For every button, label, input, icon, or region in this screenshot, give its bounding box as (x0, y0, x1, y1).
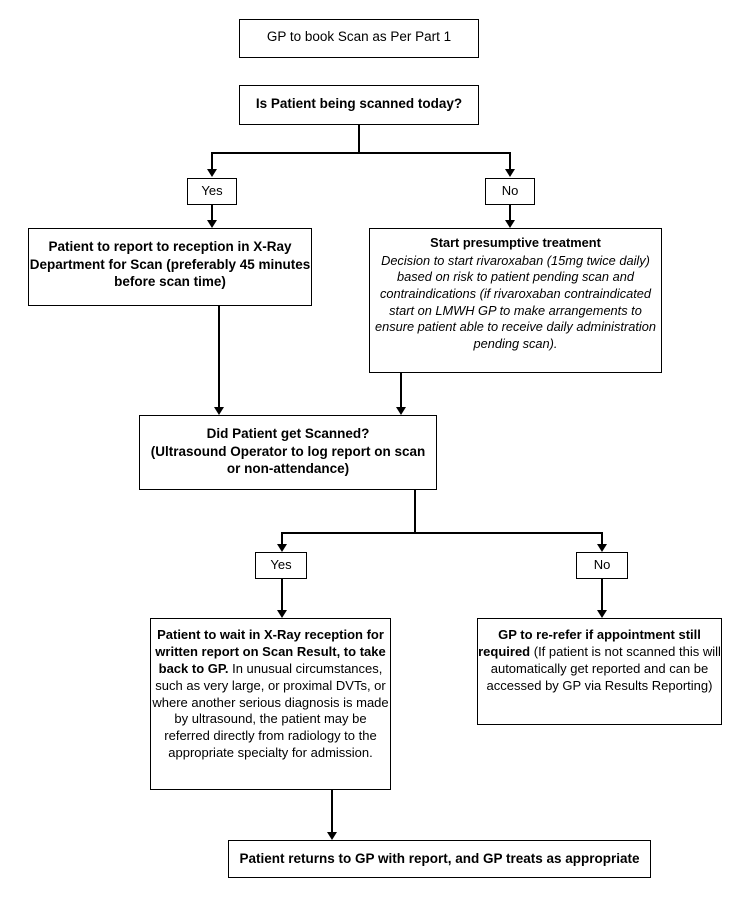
connector-to-yes2 (281, 532, 283, 546)
connector-report-to-scanned (218, 306, 220, 408)
arrowhead-to-no1 (505, 169, 515, 177)
node-start-presumptive-treatment[interactable]: Start presumptive treatment Decision to … (369, 228, 662, 373)
node-gp-rerefer-heading: GP to re-refer if appointment still requ… (478, 627, 701, 659)
arrowhead-yes1-to-report (207, 220, 217, 228)
node-branch1-yes[interactable]: Yes (187, 178, 237, 205)
arrowhead-yes2-to-wait (277, 610, 287, 618)
node-start-presumptive-treatment-body: Decision to start rivaroxaban (15mg twic… (375, 252, 656, 351)
arrowhead-no1-to-treatment (505, 220, 515, 228)
node-patient-wait-xray-text: Patient to wait in X-Ray reception for w… (147, 627, 394, 762)
connector-yes2-to-wait (281, 579, 283, 612)
node-patient-returns-to-gp-label: Patient returns to GP with report, and G… (239, 851, 640, 866)
connector-to-no2 (601, 532, 603, 546)
node-branch2-yes[interactable]: Yes (255, 552, 307, 579)
arrowhead-report-to-scanned (214, 407, 224, 415)
node-patient-wait-xray-heading: Patient to wait in X-Ray reception for w… (155, 627, 386, 676)
connector-scanned-today-stem (358, 125, 360, 153)
connector-treatment-to-scanned (400, 373, 402, 408)
arrowhead-to-yes1 (207, 169, 217, 177)
node-branch1-no-label: No (501, 183, 519, 199)
node-gp-rerefer-text: GP to re-refer if appointment still requ… (473, 627, 726, 695)
connector-to-no1 (509, 152, 511, 170)
node-gp-book-scan[interactable]: GP to book Scan as Per Part 1 (239, 19, 479, 58)
node-branch2-no[interactable]: No (576, 552, 628, 579)
node-gp-rerefer-body: (If patient is not scanned this will aut… (486, 643, 721, 693)
arrowhead-wait-to-final (327, 832, 337, 840)
connector-no2-to-rerefer (601, 579, 603, 612)
connector-scanned-today-split-bar (211, 152, 510, 154)
node-branch1-no[interactable]: No (485, 178, 535, 205)
node-did-patient-get-scanned-label: Did Patient get Scanned? (Ultrasound Ope… (150, 426, 426, 477)
node-did-patient-get-scanned[interactable]: Did Patient get Scanned? (Ultrasound Ope… (139, 415, 437, 490)
arrowhead-to-no2 (597, 544, 607, 552)
node-gp-rerefer[interactable]: GP to re-refer if appointment still requ… (477, 618, 722, 725)
arrowhead-treatment-to-scanned (396, 407, 406, 415)
node-patient-wait-xray[interactable]: Patient to wait in X-Ray reception for w… (150, 618, 391, 790)
arrowhead-no2-to-rerefer (597, 610, 607, 618)
connector-scanned-stem (414, 490, 416, 533)
node-patient-report-reception-label: Patient to report to reception in X-Ray … (29, 239, 311, 290)
node-branch2-yes-label: Yes (270, 557, 292, 573)
node-patient-wait-xray-body: In unusual circumstances, such as very l… (152, 660, 389, 761)
arrowhead-to-yes2 (277, 544, 287, 552)
node-is-patient-scanned-today-label: Is Patient being scanned today? (255, 96, 463, 111)
connector-scanned-split-bar (281, 532, 602, 534)
node-patient-report-reception[interactable]: Patient to report to reception in X-Ray … (28, 228, 312, 306)
node-branch1-yes-label: Yes (201, 183, 223, 199)
node-start-presumptive-treatment-heading: Start presumptive treatment (430, 235, 601, 250)
node-gp-book-scan-label: GP to book Scan as Per Part 1 (266, 29, 452, 44)
connector-to-yes1 (211, 152, 213, 170)
connector-wait-to-final (331, 790, 333, 834)
connector-no1-to-treatment (509, 205, 511, 222)
node-is-patient-scanned-today[interactable]: Is Patient being scanned today? (239, 85, 479, 125)
connector-yes1-to-report (211, 205, 213, 222)
node-branch2-no-label: No (593, 557, 611, 573)
node-patient-returns-to-gp[interactable]: Patient returns to GP with report, and G… (228, 840, 651, 878)
